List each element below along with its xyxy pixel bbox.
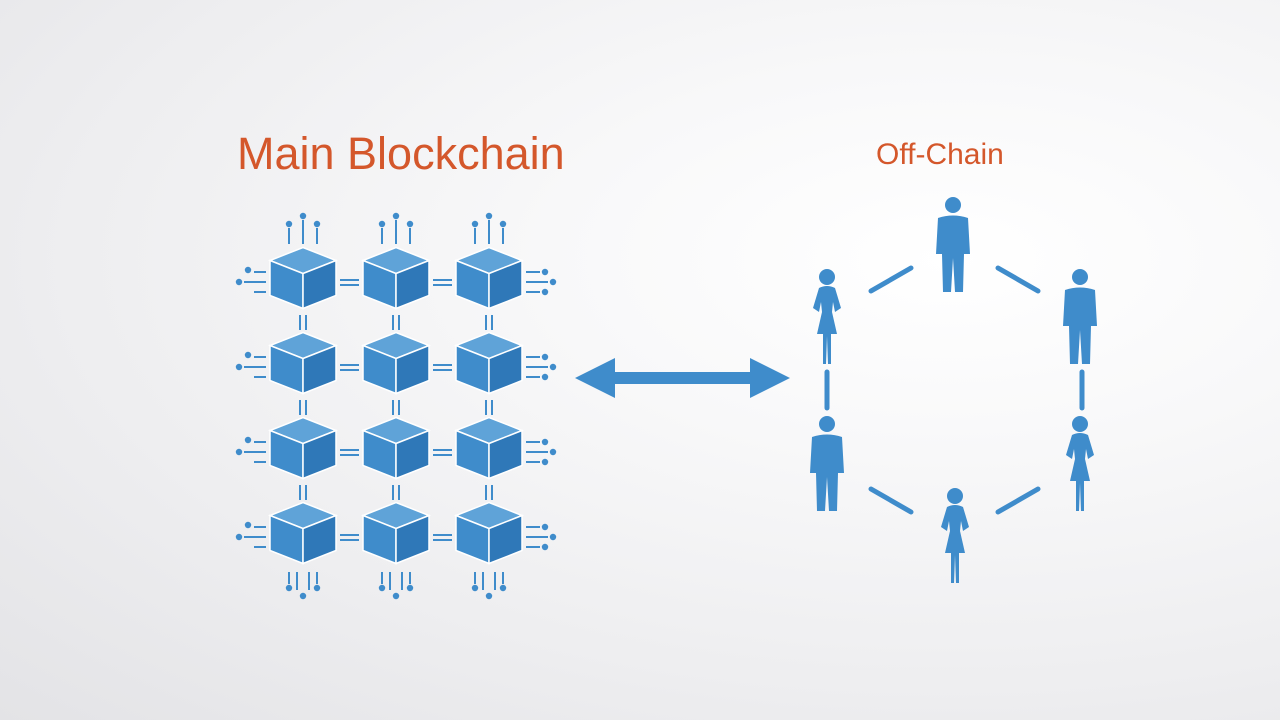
participant-man-lower-left (810, 416, 844, 511)
left-pins (235, 351, 266, 378)
node-dot (499, 584, 507, 592)
arrow-shape (575, 358, 790, 398)
node-dot (406, 220, 414, 228)
node-dot (392, 212, 400, 220)
node-dot (471, 584, 479, 592)
horizontal-link (340, 534, 359, 541)
right-pins (526, 268, 557, 296)
network-edge-1 (868, 265, 914, 294)
network-edge-2 (995, 265, 1041, 294)
node-dot (541, 458, 549, 466)
left-pins (235, 436, 266, 463)
right-pins (526, 523, 557, 551)
off-chain-network (810, 197, 1097, 583)
node-dot (485, 592, 493, 600)
vertical-link (485, 315, 493, 330)
node-dot (541, 523, 549, 531)
node-dot (499, 220, 507, 228)
node-dot (392, 592, 400, 600)
horizontal-link (433, 534, 452, 541)
node-dot (235, 278, 243, 286)
node-dot (378, 584, 386, 592)
node-dot (541, 288, 549, 296)
node-dot (235, 533, 243, 541)
blockchain-grid (235, 212, 557, 600)
participant-woman-lower-right (1066, 416, 1094, 511)
block-r3-c1 (267, 416, 339, 480)
block-r2-c1 (267, 331, 339, 395)
block-r2-c2 (360, 331, 432, 395)
right-pins (526, 438, 557, 466)
vertical-link (392, 485, 400, 500)
bidirectional-arrow-icon (575, 358, 790, 398)
block-r1-c1 (267, 246, 339, 310)
node-dot (541, 543, 549, 551)
node-dot (285, 584, 293, 592)
horizontal-link (340, 279, 359, 286)
node-dot (244, 521, 252, 529)
participant-woman-bottom (941, 488, 969, 583)
node-dot (406, 584, 414, 592)
node-dot (299, 212, 307, 220)
left-pins (235, 266, 266, 293)
block-r4-c3 (453, 501, 525, 565)
node-dot (285, 220, 293, 228)
node-dot (244, 266, 252, 274)
node-dot (378, 220, 386, 228)
main-blockchain-title: Main Blockchain (237, 128, 565, 179)
horizontal-link (433, 449, 452, 456)
top-pins (285, 212, 321, 244)
vertical-link (392, 400, 400, 415)
vertical-link (485, 485, 493, 500)
participant-man-upper-right (1063, 269, 1097, 364)
network-edge-5 (868, 486, 914, 515)
block-r1-c2 (360, 246, 432, 310)
node-dot (244, 351, 252, 359)
node-dot (549, 278, 557, 286)
participant-woman-upper-left (813, 269, 841, 364)
right-pins (526, 353, 557, 381)
top-pins (378, 212, 414, 244)
horizontal-link (340, 449, 359, 456)
node-dot (313, 584, 321, 592)
horizontal-link (433, 279, 452, 286)
node-dot (541, 373, 549, 381)
node-dot (541, 353, 549, 361)
node-dot (299, 592, 307, 600)
node-dot (541, 268, 549, 276)
block-r3-c3 (453, 416, 525, 480)
node-dot (549, 363, 557, 371)
block-r3-c2 (360, 416, 432, 480)
off-chain-title: Off-Chain (876, 138, 1004, 171)
participant-man-top (936, 197, 970, 292)
block-r2-c3 (453, 331, 525, 395)
bottom-pins (471, 572, 507, 600)
node-dot (541, 438, 549, 446)
node-dot (313, 220, 321, 228)
node-dot (549, 533, 557, 541)
vertical-link (299, 400, 307, 415)
node-dot (235, 448, 243, 456)
top-pins (471, 212, 507, 244)
vertical-link (299, 315, 307, 330)
node-dot (549, 448, 557, 456)
block-r4-c1 (267, 501, 339, 565)
vertical-link (392, 315, 400, 330)
horizontal-link (433, 364, 452, 371)
left-pins (235, 521, 266, 548)
node-dot (244, 436, 252, 444)
block-r4-c2 (360, 501, 432, 565)
node-dot (485, 212, 493, 220)
vertical-link (485, 400, 493, 415)
bottom-pins (378, 572, 414, 600)
network-edge-4 (995, 486, 1041, 515)
block-r1-c3 (453, 246, 525, 310)
vertical-link (299, 485, 307, 500)
node-dot (235, 363, 243, 371)
bottom-pins (285, 572, 321, 600)
node-dot (471, 220, 479, 228)
horizontal-link (340, 364, 359, 371)
